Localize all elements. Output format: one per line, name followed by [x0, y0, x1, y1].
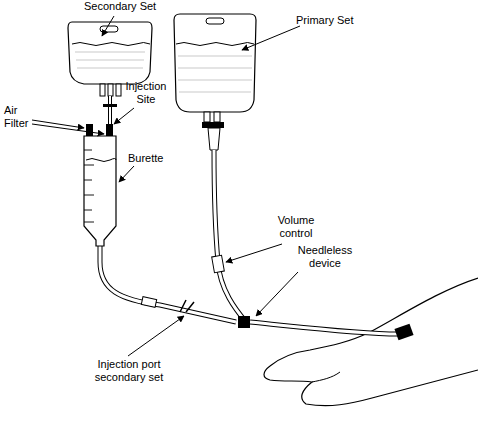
primary-bag: [174, 14, 256, 150]
finger-line: [312, 372, 340, 382]
tubing: [100, 96, 398, 334]
part-label: Needleless device: [290, 244, 360, 270]
leader-lines: [32, 16, 300, 356]
part-label: Primary Set: [296, 14, 386, 27]
part-label: Air Filter: [4, 104, 40, 130]
volume-control-clamp: [212, 255, 225, 272]
burette: [84, 124, 116, 246]
part-label: Injection port secondary set: [84, 358, 174, 384]
part-label: Volume control: [270, 214, 322, 240]
y-junction: [180, 300, 194, 312]
arm-outline: [264, 278, 478, 406]
cannula-tape: [394, 324, 413, 341]
secondary-port: [141, 297, 156, 308]
needleless-device: [238, 316, 250, 328]
part-label: Burette: [128, 152, 188, 165]
injection-site: [103, 104, 117, 107]
part-label: Injection Site: [116, 80, 176, 106]
part-label: Secondary Set: [84, 0, 174, 13]
